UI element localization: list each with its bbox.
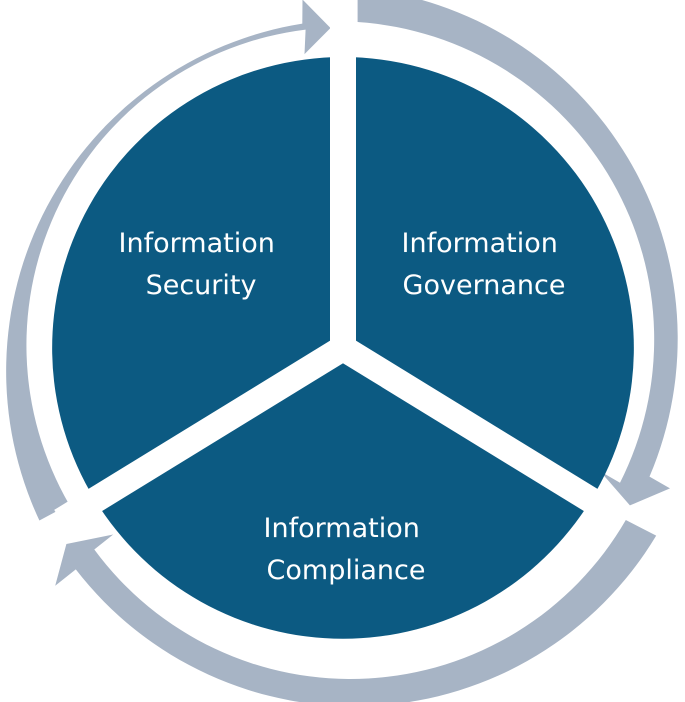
label-security-line2: Security <box>146 270 257 301</box>
segment-separators <box>54 20 632 533</box>
cycle-arrow-left <box>6 0 331 521</box>
label-security-line1: Information <box>119 228 275 259</box>
label-compliance: Information Compliance <box>264 513 429 586</box>
cycle-arrow-top-right <box>357 0 678 506</box>
segment-labels: Information Security Information Governa… <box>119 228 567 586</box>
separator-lower-left <box>54 336 350 533</box>
label-governance-line2: Governance <box>403 270 566 301</box>
label-governance: Information Governance <box>402 228 567 301</box>
cycle-arrows <box>6 0 678 702</box>
label-compliance-line1: Information <box>264 513 420 544</box>
segment-information-compliance <box>95 348 591 639</box>
label-governance-line1: Information <box>402 228 558 259</box>
label-compliance-line2: Compliance <box>267 555 426 586</box>
cycle-arrow-bottom <box>55 520 657 702</box>
label-security: Information Security <box>119 228 284 301</box>
separator-lower-right <box>336 336 632 533</box>
